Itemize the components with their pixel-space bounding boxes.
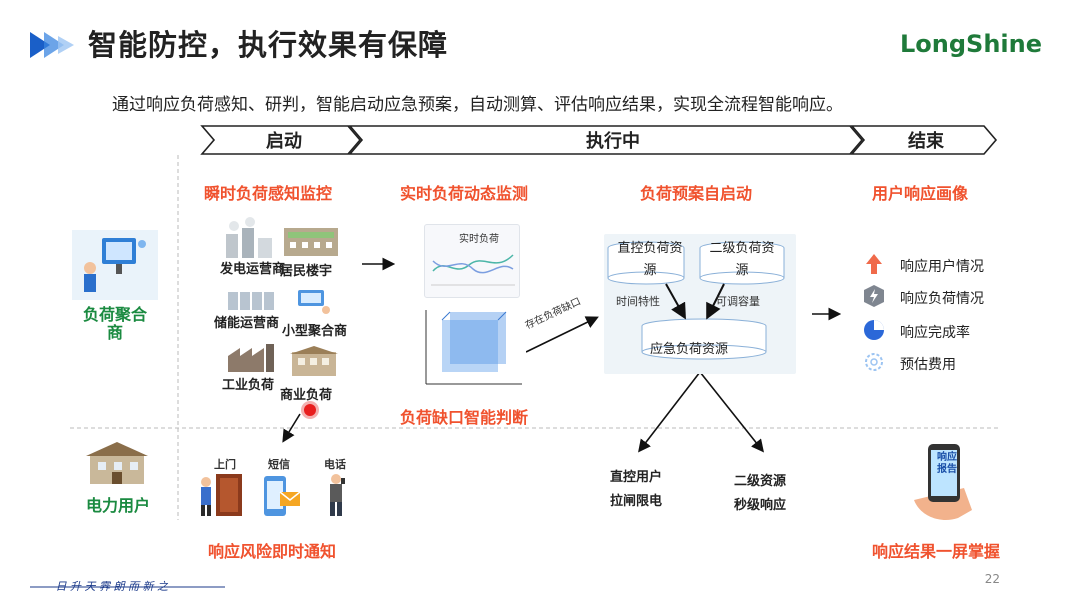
stage2-heading: 实时负荷动态监测 <box>400 184 529 203</box>
door-visit-icon <box>201 474 242 516</box>
phase-chevron-end <box>850 125 998 155</box>
storage-icon <box>228 292 274 310</box>
page-number: 22 <box>984 572 1000 586</box>
lightning-hex-icon <box>864 285 884 307</box>
sms-icon <box>264 476 301 516</box>
plan-diagram <box>607 241 785 360</box>
response-load-status: 响应负荷情况 <box>900 291 984 307</box>
residential-building-icon <box>284 228 338 256</box>
title-arrow-icon <box>30 32 74 58</box>
stage1-item-residential: 居民楼宇 <box>280 264 333 279</box>
source-secondary: 二级负荷资源 <box>709 241 775 278</box>
company-logo: LongShine <box>899 30 1042 58</box>
phone-report-label: 响应报告 <box>937 452 957 475</box>
stage1-item-storage-operator: 储能运营商 <box>214 316 280 331</box>
gear-icon <box>865 353 883 371</box>
phase-chevrons <box>200 125 998 155</box>
phone-report-illustration <box>914 444 972 520</box>
realtime-load-chart-thumb: 实时负荷 <box>424 224 520 298</box>
power-user-illustration <box>86 442 148 484</box>
estimated-cost: 预估费用 <box>900 357 956 373</box>
stage4-bottom-heading: 响应结果一屏掌握 <box>872 542 1001 561</box>
phase-label-start: 启动 <box>266 131 302 152</box>
response-completion-rate: 响应完成率 <box>900 325 970 341</box>
actor-aggregator-label: 负荷聚合商 <box>82 305 147 342</box>
stage2-heading-gap: 负荷缺口智能判断 <box>400 408 529 427</box>
phase-chevron-executing <box>348 125 864 155</box>
subtitle: 通过响应负荷感知、研判，智能启动应急预案，自动测算、评估响应结果，实现全流程智能… <box>112 95 843 115</box>
commercial-icon <box>290 346 338 376</box>
actor-power-user-label: 电力用户 <box>85 496 150 515</box>
outcome-direct-user: 直控用户 <box>610 470 663 485</box>
phase-chevron-start <box>200 125 362 155</box>
source-direct-control: 直控负荷资源 <box>617 241 683 278</box>
load-gap-3d-chart <box>425 310 522 385</box>
outcome-second-response: 秒级响应 <box>734 498 787 513</box>
channel-phone-label: 电话 <box>324 458 346 471</box>
power-plant-icon <box>226 217 272 258</box>
emergency-load-resource: 应急负荷资源 <box>650 342 729 357</box>
phase-label-end: 结束 <box>908 131 944 152</box>
aggregator-illustration <box>72 230 158 300</box>
page-title: 智能防控，执行效果有保障 <box>88 28 449 62</box>
phone-call-icon <box>330 474 345 516</box>
notify-heading: 响应风险即时通知 <box>208 542 337 561</box>
up-arrow-icon <box>866 254 882 274</box>
phase-label-executing: 执行中 <box>586 131 640 152</box>
realtime-load-chart-title: 实时负荷 <box>459 234 499 245</box>
edge-time-characteristic: 时间特性 <box>616 295 660 308</box>
stage1-item-commercial: 商业负荷 <box>280 388 333 403</box>
stage1-item-industrial: 工业负荷 <box>222 378 275 393</box>
channel-sms-label: 短信 <box>268 458 290 471</box>
outcome-power-cut: 拉闸限电 <box>610 494 663 509</box>
industrial-icon <box>228 344 274 372</box>
outcome-secondary-resource: 二级资源 <box>734 474 787 489</box>
stage1-item-small-aggregator: 小型聚合商 <box>282 324 348 339</box>
alert-dot-icon <box>301 401 319 419</box>
edge-adjustable-capacity: 可调容量 <box>716 295 760 308</box>
stage1-heading: 瞬时负荷感知监控 <box>204 184 333 203</box>
stage4-heading: 用户响应画像 <box>872 184 969 203</box>
stage3-heading: 负荷预案自启动 <box>640 184 753 203</box>
channel-visit-label: 上门 <box>214 458 236 471</box>
pie-chart-icon <box>864 320 884 340</box>
load-gap-3d-thumb <box>418 306 526 388</box>
realtime-load-lines <box>431 254 515 286</box>
response-user-status: 响应用户情况 <box>900 259 984 275</box>
small-aggregator-icon <box>298 290 330 314</box>
stage1-item-power-operator: 发电运营商 <box>220 262 286 277</box>
footer-motto: —— 日 升 天 霁 朗 而 新 之 —— <box>30 580 194 593</box>
